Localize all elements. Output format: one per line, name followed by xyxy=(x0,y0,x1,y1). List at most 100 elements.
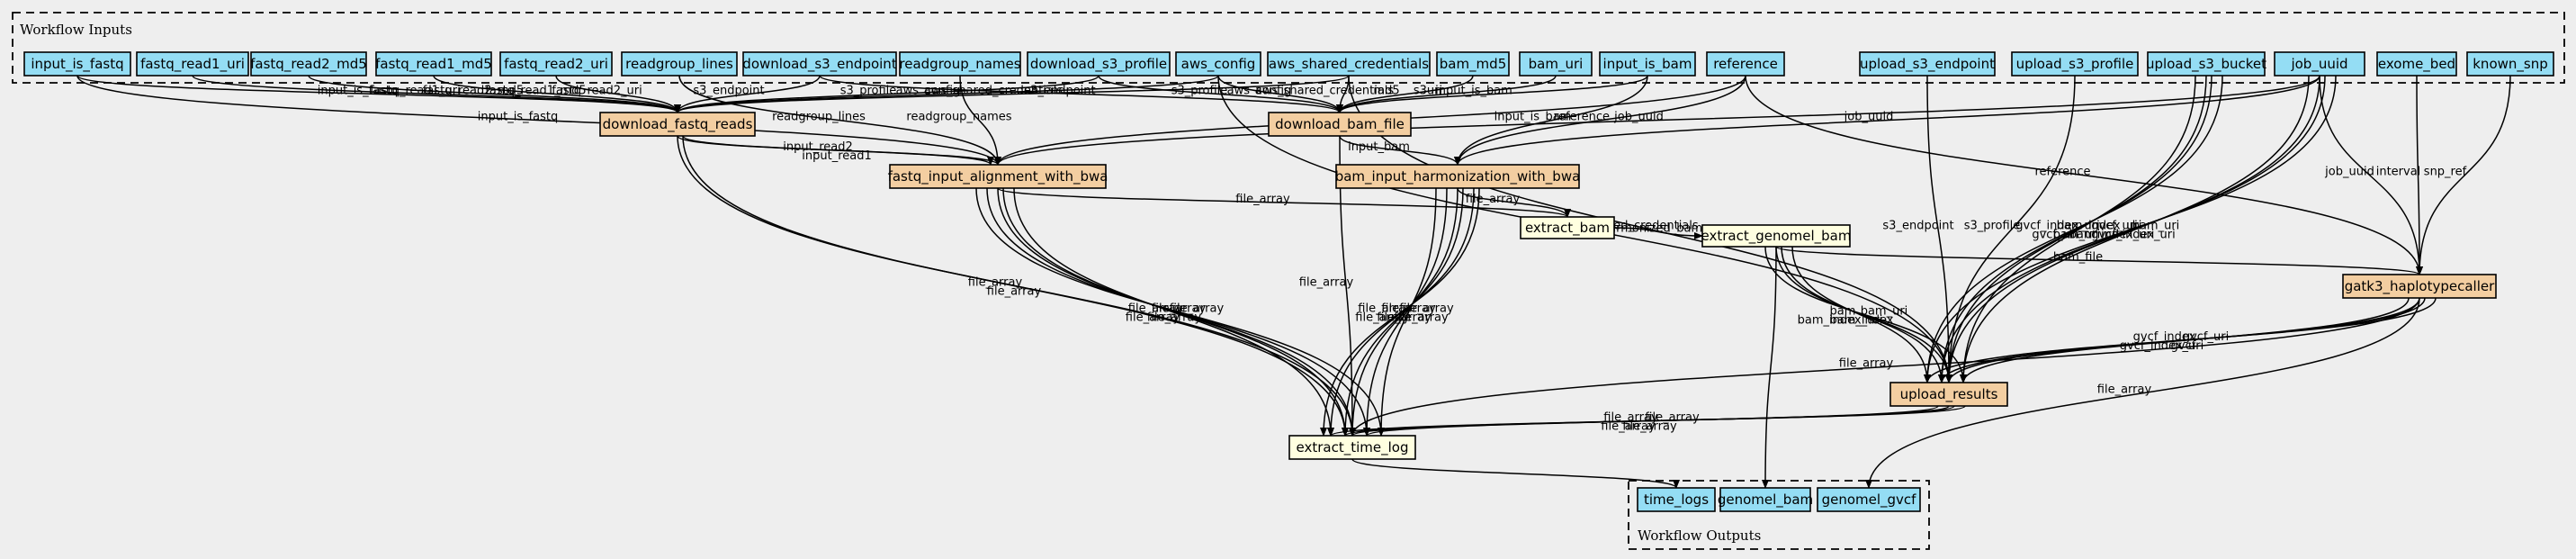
edge-label: fastq_read1_uri xyxy=(370,85,460,98)
edge-label: gvcf xyxy=(2171,339,2196,353)
edge-label: reference xyxy=(2034,166,2090,179)
workflow-outputs-cluster xyxy=(1628,480,1930,550)
edge-job-uuid-to-bam-input-harmonization-with-bwa xyxy=(1454,75,2320,166)
edge-label: file_array xyxy=(1603,411,1658,425)
node-bam-uri[interactable]: bam_uri xyxy=(1519,51,1593,77)
edge-label: s3uri xyxy=(1414,85,1442,98)
node-download-fastq-reads[interactable]: download_fastq_reads xyxy=(599,112,756,137)
edge-bam-input-harmonization-with-bwa-to-extract-time-log xyxy=(1342,187,1464,437)
node-upload-results[interactable]: upload_results xyxy=(1889,382,2008,407)
edge-reference-to-bam-input-harmonization-with-bwa xyxy=(1454,75,1746,166)
edge-job-uuid-to-fastq-input-alignment-with-bwa xyxy=(994,75,2320,166)
node-label: download_bam_file xyxy=(1275,116,1405,133)
edge-label: s3_endpoint xyxy=(693,85,764,98)
node-fastq-input-alignment-with-bwa[interactable]: fastq_input_alignment_with_bwa xyxy=(888,164,1108,189)
node-upload-s3-bucket[interactable]: upload_s3_bucket xyxy=(2146,51,2266,77)
workflow-inputs-title: Workflow Inputs xyxy=(20,22,132,38)
node-fastq-read2-md5[interactable]: fastq_read2_md5 xyxy=(250,51,367,77)
node-fastq-read1-uri[interactable]: fastq_read1_uri xyxy=(136,51,249,77)
node-label: genomel_gvcf xyxy=(1822,491,1917,509)
edge-label: input_is_bam xyxy=(1435,85,1512,98)
node-known-snp[interactable]: known_snp xyxy=(2466,51,2554,77)
edge-known-snp-to-gatk3-haplotypecaller xyxy=(2416,75,2511,275)
edge-label: file_array xyxy=(1399,302,1454,316)
edge-label: file_array xyxy=(1147,311,1202,325)
edge-label: input_bam xyxy=(1348,140,1410,154)
node-input-is-bam[interactable]: input_is_bam xyxy=(1599,51,1696,77)
node-genomel-bam[interactable]: genomel_bam xyxy=(1718,487,1813,512)
node-genomel-gvcf[interactable]: genomel_gvcf xyxy=(1817,487,1921,512)
edge-label: file_array xyxy=(1645,411,1700,425)
edge-extract-time-log-to-time-logs xyxy=(1351,458,1680,489)
node-fastq-read1-md5[interactable]: fastq_read1_md5 xyxy=(375,51,492,77)
edge-label: input_is_fastq xyxy=(478,111,559,124)
node-extract-time-log[interactable]: extract_time_log xyxy=(1288,435,1416,460)
edge-download-s3-profile-to-download-fastq-reads xyxy=(674,75,1100,113)
edge-label: fastq_read1_md5 xyxy=(485,85,586,98)
node-label: download_s3_endpoint xyxy=(742,56,897,73)
edge-label: harmonized_bam xyxy=(1602,222,1702,236)
edge-download-s3-endpoint-to-download-bam-file xyxy=(819,75,1343,113)
edge-aws-shared-credentials-to-upload-results xyxy=(1348,75,1952,383)
node-label: job_uuid xyxy=(2290,56,2347,73)
node-time-logs[interactable]: time_logs xyxy=(1637,487,1716,512)
edge-input-is-fastq-to-fastq-input-alignment-with-bwa xyxy=(76,75,1001,166)
edge-label: s3_profile xyxy=(1171,85,1228,98)
node-download-bam-file[interactable]: download_bam_file xyxy=(1268,112,1412,137)
node-fastq-read2-uri[interactable]: fastq_read2_uri xyxy=(499,51,613,77)
node-exome-bed[interactable]: exome_bed xyxy=(2376,51,2457,77)
workflow-outputs-title: Workflow Outputs xyxy=(1638,527,1761,544)
edge-extract-genomel-bam-to-genomel-bam xyxy=(1762,246,1777,489)
node-readgroup-lines[interactable]: readgroup_lines xyxy=(621,51,738,77)
edge-label: s3_profile xyxy=(840,85,897,98)
edge-label: file_array xyxy=(1128,302,1183,316)
edge-download-bam-file-to-extract-time-log xyxy=(1339,135,1356,437)
node-extract-genomel-bam[interactable]: extract_genomel_bam xyxy=(1701,224,1852,248)
edge-fastq-read2-md5-to-download-fastq-reads xyxy=(308,75,681,113)
node-bam-input-harmonization-with-bwa[interactable]: bam_input_harmonization_with_bwa xyxy=(1335,164,1581,189)
edge-upload-s3-bucket-to-upload-results xyxy=(1924,75,2223,383)
node-label: input_is_bam xyxy=(1603,56,1692,73)
edge-bam-input-harmonization-with-bwa-to-extract-time-log xyxy=(1363,187,1448,437)
edge-download-s3-profile-to-download-bam-file xyxy=(1098,75,1343,113)
edge-label: snp_ref xyxy=(2424,166,2467,179)
node-upload-s3-endpoint[interactable]: upload_s3_endpoint xyxy=(1859,51,1996,77)
edge-label: aws_config xyxy=(1227,85,1292,98)
node-reference[interactable]: reference xyxy=(1706,51,1785,77)
node-readgroup-names[interactable]: readgroup_names xyxy=(899,51,1021,77)
edge-job-uuid-to-upload-results xyxy=(1960,75,2310,383)
edge-label: bam_uri xyxy=(2132,220,2180,233)
edge-download-s3-endpoint-to-download-fastq-reads xyxy=(674,75,821,113)
node-label: bam_md5 xyxy=(1440,56,1507,73)
edge-label: gvcf_uri xyxy=(2091,220,2137,233)
edge-label: file_array xyxy=(1377,311,1432,325)
edge-label: file_array xyxy=(1381,302,1436,316)
edge-extract-genomel-bam-to-upload-results xyxy=(1764,246,1967,383)
edge-download-fastq-reads-to-fastq-input-alignment-with-bwa xyxy=(682,135,994,166)
node-gatk3-haplotypecaller[interactable]: gatk3_haplotypecaller xyxy=(2342,274,2497,299)
node-label: upload_s3_endpoint xyxy=(1860,56,1995,73)
edge-bam-uri-to-download-bam-file xyxy=(1336,75,1557,113)
node-upload-s3-profile[interactable]: upload_s3_profile xyxy=(2011,51,2139,77)
node-label: extract_bam xyxy=(1525,220,1610,237)
edge-label: file_array xyxy=(1839,357,1894,371)
node-download-s3-profile[interactable]: download_s3_profile xyxy=(1027,51,1171,77)
node-extract-bam[interactable]: extract_bam xyxy=(1520,216,1615,239)
node-bam-md5[interactable]: bam_md5 xyxy=(1436,51,1510,77)
node-job-uuid[interactable]: job_uuid xyxy=(2274,51,2365,77)
edge-label: aws_config xyxy=(896,85,961,98)
node-input-is-fastq[interactable]: input_is_fastq xyxy=(23,51,131,77)
node-label: aws_shared_credentials xyxy=(1269,56,1429,73)
node-aws-config[interactable]: aws_config xyxy=(1175,51,1261,77)
edge-label: file_array xyxy=(1299,276,1354,290)
edge-label: input_is_bam xyxy=(1494,111,1572,124)
node-label: time_logs xyxy=(1644,491,1709,509)
node-label: upload_s3_bucket xyxy=(2146,56,2266,73)
edge-label: job_uuid xyxy=(2324,166,2374,179)
node-download-s3-endpoint[interactable]: download_s3_endpoint xyxy=(742,51,897,77)
node-label: readgroup_lines xyxy=(625,56,733,73)
edge-label: gvcf_uri xyxy=(2032,229,2078,242)
node-aws-shared-credentials[interactable]: aws_shared_credentials xyxy=(1267,51,1431,77)
edge-label: file_array xyxy=(1466,193,1521,206)
